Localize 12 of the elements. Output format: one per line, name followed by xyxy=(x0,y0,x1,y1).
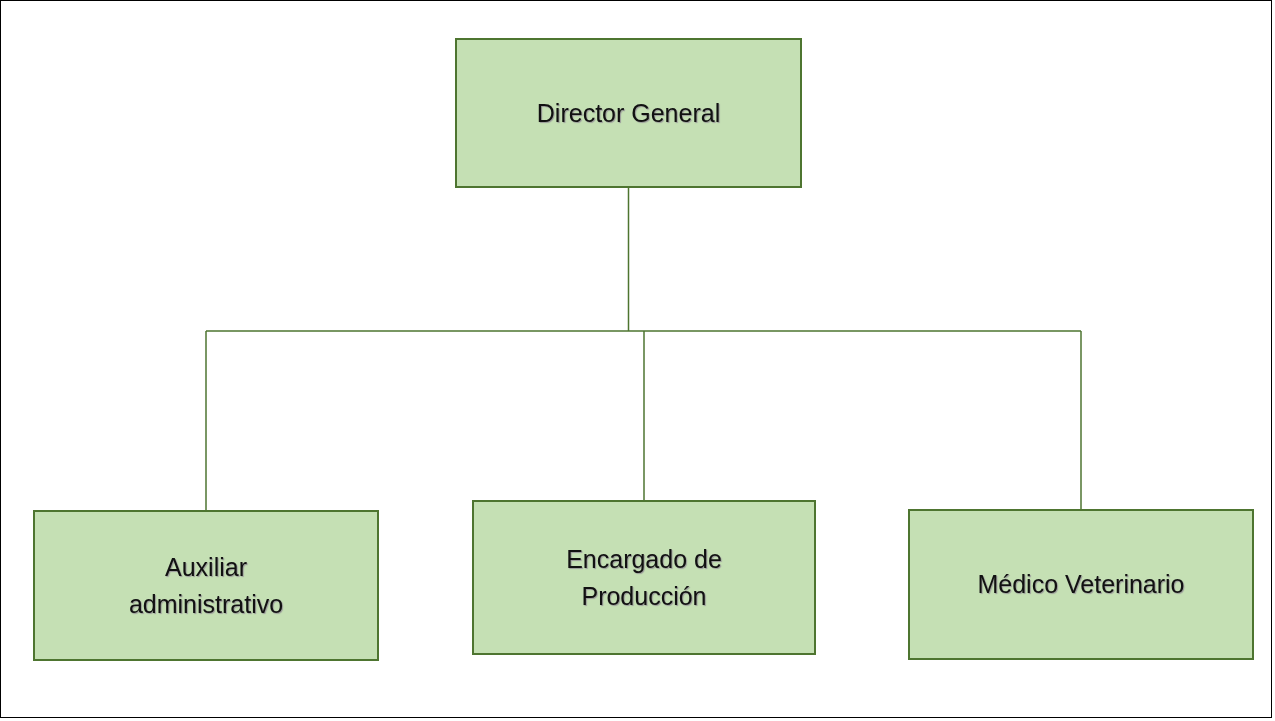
connector-line xyxy=(643,330,645,501)
connector-trunk xyxy=(205,187,1082,332)
director-box xyxy=(455,38,802,188)
position-box xyxy=(472,500,816,655)
position-title: Auxiliar administrativo xyxy=(127,552,285,620)
connector-line xyxy=(1080,330,1082,510)
position-title: Médico Veterinario xyxy=(976,569,1186,601)
position-title: Encargado de Producción xyxy=(565,544,723,612)
position-box xyxy=(33,510,379,661)
position-box xyxy=(908,509,1254,660)
position-title: Director General xyxy=(535,97,722,129)
connector-line xyxy=(205,330,207,511)
